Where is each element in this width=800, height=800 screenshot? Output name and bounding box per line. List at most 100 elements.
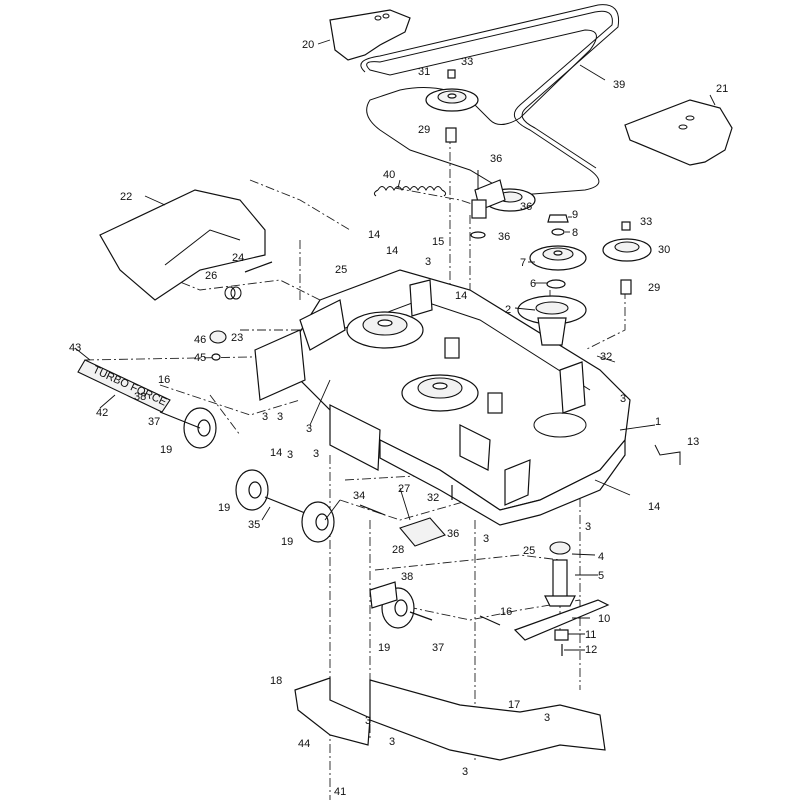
callout-11: 11 (585, 629, 596, 641)
callout-16: 16 (500, 606, 512, 618)
spacer-6 (546, 279, 566, 289)
callout-4: 4 (598, 551, 604, 563)
callout-25: 25 (335, 264, 347, 276)
mower-deck-housing (254, 269, 631, 526)
callout-33: 33 (461, 56, 473, 68)
callout-23: 23 (231, 332, 243, 344)
gauge-wheel-19b (235, 469, 269, 511)
axle-35 (264, 496, 311, 516)
callout-39: 39 (613, 79, 625, 91)
blade-10 (513, 599, 610, 641)
washer-36 (470, 231, 486, 239)
bolt-33-top (447, 69, 456, 79)
callout-36: 36 (520, 201, 532, 213)
callout-18: 18 (270, 675, 282, 687)
callout-3: 3 (277, 411, 283, 423)
leader-lines (74, 39, 716, 651)
hanger-bracket-38 (369, 581, 398, 609)
callout-32: 32 (600, 351, 612, 363)
callout-37: 37 (148, 416, 160, 428)
callout-3: 3 (425, 256, 431, 268)
callout-40: 40 (383, 169, 395, 181)
callout-29: 29 (648, 282, 660, 294)
callout-14: 14 (648, 501, 660, 513)
callout-15: 15 (432, 236, 444, 248)
drive-belt (360, 4, 620, 196)
callout-19: 19 (281, 536, 293, 548)
callout-33: 33 (640, 216, 652, 228)
callout-34: 34 (353, 490, 365, 502)
callout-14: 14 (270, 447, 282, 459)
callout-3: 3 (262, 411, 268, 423)
callout-3: 3 (313, 448, 319, 460)
handle-13 (654, 444, 681, 465)
callout-29: 29 (418, 124, 430, 136)
callout-3: 3 (483, 533, 489, 545)
callout-30: 30 (658, 244, 670, 256)
pin-16 (479, 615, 501, 626)
callout-46: 46 (194, 334, 206, 346)
callout-3: 3 (620, 393, 626, 405)
callout-28: 28 (392, 544, 404, 556)
decal-text: TURBO FORCE (91, 364, 169, 409)
callout-17: 17 (508, 699, 520, 711)
callout-44: 44 (298, 738, 310, 750)
callout-8: 8 (572, 227, 578, 239)
belt-cover-20 (329, 9, 411, 61)
callout-14: 14 (386, 245, 398, 257)
callout-41: 41 (334, 786, 346, 798)
spindle-5 (544, 559, 576, 607)
callout-3: 3 (389, 736, 395, 748)
callout-19: 19 (218, 502, 230, 514)
torsion-spring-26 (224, 286, 242, 300)
idler-pulley-31 (425, 88, 479, 112)
callout-9: 9 (572, 209, 578, 221)
bolt-33-right (621, 221, 631, 231)
callout-25: 25 (523, 545, 535, 557)
callout-32: 32 (427, 492, 439, 504)
callout-36: 36 (490, 153, 502, 165)
callout-12: 12 (585, 644, 597, 656)
callout-37: 37 (432, 642, 444, 654)
callout-45: 45 (194, 352, 206, 364)
callout-20: 20 (302, 39, 314, 51)
baffle-bracket-18 (294, 677, 371, 746)
spacer-29-top (445, 127, 457, 143)
callout-36: 36 (447, 528, 459, 540)
baffle-17 (369, 679, 606, 761)
idler-arm-assembly (471, 170, 536, 219)
callout-21: 21 (716, 83, 728, 95)
callout-38: 38 (134, 391, 146, 403)
callout-36: 36 (498, 231, 510, 243)
callout-27: 27 (398, 483, 410, 495)
callout-1: 1 (655, 416, 661, 428)
callout-43: 43 (69, 342, 81, 354)
callout-24: 24 (232, 252, 244, 264)
callout-5: 5 (598, 570, 604, 582)
gauge-wheel-19a (159, 407, 217, 449)
washer-45 (211, 353, 221, 361)
callout-38: 38 (401, 571, 413, 583)
callout-labels: 1 2 3 3 3 3 3 3 3 3 3 3 3 3 3 4 5 6 7 8 … (69, 39, 728, 798)
spacer-29-right (620, 279, 632, 295)
callout-3: 3 (544, 712, 550, 724)
callout-7: 7 (520, 257, 526, 269)
belt-cover-21 (624, 99, 733, 166)
callout-3: 3 (365, 715, 371, 727)
callout-3: 3 (585, 521, 591, 533)
nut-11 (554, 629, 569, 641)
callout-22: 22 (120, 191, 132, 203)
callout-3: 3 (306, 423, 312, 435)
callout-16: 16 (158, 374, 170, 386)
callout-26: 26 (205, 270, 217, 282)
callout-10: 10 (598, 613, 610, 625)
discharge-chute-22 (99, 189, 266, 301)
gauge-wheel-19c (301, 501, 335, 543)
spindle-pulley-7 (529, 245, 587, 271)
pulley-4 (549, 541, 571, 555)
callout-14: 14 (368, 229, 380, 241)
decal-42: TURBO FORCE (77, 359, 171, 413)
idler-pulley-30 (602, 238, 652, 262)
knob-46 (209, 330, 227, 344)
